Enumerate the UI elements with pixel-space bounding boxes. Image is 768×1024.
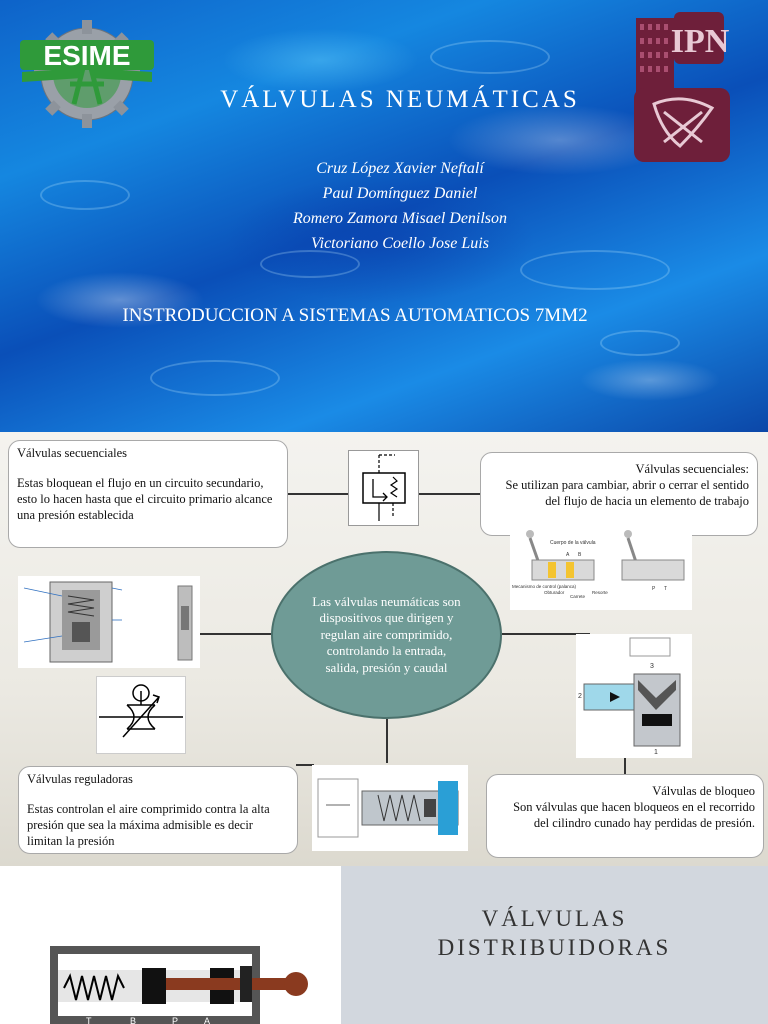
connector-line [386,719,388,763]
authors-list: Cruz López Xavier Neftalí Paul Domínguez… [200,156,600,256]
water-ripple [600,330,680,356]
ipn-logo-icon: IPN [634,12,730,162]
water-ripple [260,250,360,278]
box-bloqueo: Válvulas de bloqueo Son válvulas que hac… [486,774,764,858]
sequence-valve-symbol-icon [348,450,419,526]
box-body: Se utilizan para cambiar, abrir o cerrar… [505,478,749,508]
relief-valve-cutaway [312,765,468,851]
connector-line [502,633,590,635]
box-secuenciales-right: Válvulas secuenciales: Se utilizan para … [480,452,758,536]
spool-valve-illustration: Cuerpo de la válvula Mecanismo de contro… [510,528,692,610]
port-label: T [86,1016,92,1024]
center-concept-ellipse: Las válvulas neumáticas son dispositivos… [271,551,502,719]
author-name: Romero Zamora Misael Denilson [292,210,508,227]
course-name: INSTRODUCCION A SISTEMAS AUTOMATICOS 7MM… [122,305,588,326]
box-body: Son válvulas que hacen bloqueos en el re… [513,800,755,830]
port-label: T [664,586,667,592]
box-heading: Válvulas reguladoras [27,772,133,786]
port-label: P [652,586,656,592]
author-name: Cruz López Xavier Neftalí [316,160,484,177]
box-heading: Válvulas de bloqueo [652,784,755,798]
mind-map-slide: Válvulas secuenciales Estas bloquean el … [0,432,768,866]
water-ripple [150,360,280,396]
box-secuenciales-left: Válvulas secuenciales Estas bloquean el … [8,440,288,548]
port-label: B [578,552,582,558]
flow-control-symbol-icon [96,676,186,754]
esime-logo-text: ESIME [43,40,130,71]
box-reguladoras: Válvulas reguladoras Estas controlan el … [18,766,298,854]
port-label: A [566,552,570,558]
connector-line [296,764,314,766]
distribuidoras-slide: VÁLVULAS DISTRIBUIDORAS T B P A [0,866,768,1024]
diagram-label: Carrete [570,594,586,599]
water-ripple [430,40,550,74]
title-line: VÁLVULAS [481,906,628,931]
diagram-label: Obturador [544,590,565,595]
slide-title: VÁLVULAS NEUMÁTICAS [220,86,580,113]
port-label: 3 [650,663,654,670]
center-concept-text: Las válvulas neumáticas son dispositivos… [312,593,461,675]
port-label: B [130,1016,136,1024]
port-label: 1 [654,749,658,756]
title-slide: ESIME IPN VÁLVULAS NEUMÁTICAS Cruz López… [0,0,768,432]
diagram-label: Cuerpo de la válvula [550,540,596,546]
box-body: Estas controlan el aire comprimido contr… [27,802,270,848]
water-ripple [40,180,130,210]
box-body: Estas bloquean el flujo en un circuito s… [17,476,273,522]
directional-valve-diagram: T B P A [50,946,308,1024]
check-valve-cutaway: 3 2 1 [576,634,692,758]
ipn-logo-text: IPN [671,23,730,60]
box-heading: Válvulas secuenciales: [635,462,750,476]
title-line: DISTRIBUIDORAS [437,935,672,960]
esime-logo-icon: ESIME [20,20,154,128]
box-heading: Válvulas secuenciales [17,446,128,460]
author-name: Paul Domínguez Daniel [322,185,478,202]
port-label: 2 [578,693,582,700]
diagram-label: Mecanismo de control (palanca) [512,584,577,589]
water-ripple [520,250,670,290]
pressure-valve-cutaway [18,576,200,668]
connector-line [200,633,272,635]
diagram-label: Resorte [592,590,608,595]
title-panel: VÁLVULAS DISTRIBUIDORAS [341,866,768,1024]
port-label: A [204,1016,210,1024]
connector-line [624,758,626,774]
slide-title: VÁLVULAS DISTRIBUIDORAS [341,904,768,962]
author-name: Victoriano Coello Jose Luis [311,235,489,252]
port-label: P [172,1016,178,1024]
